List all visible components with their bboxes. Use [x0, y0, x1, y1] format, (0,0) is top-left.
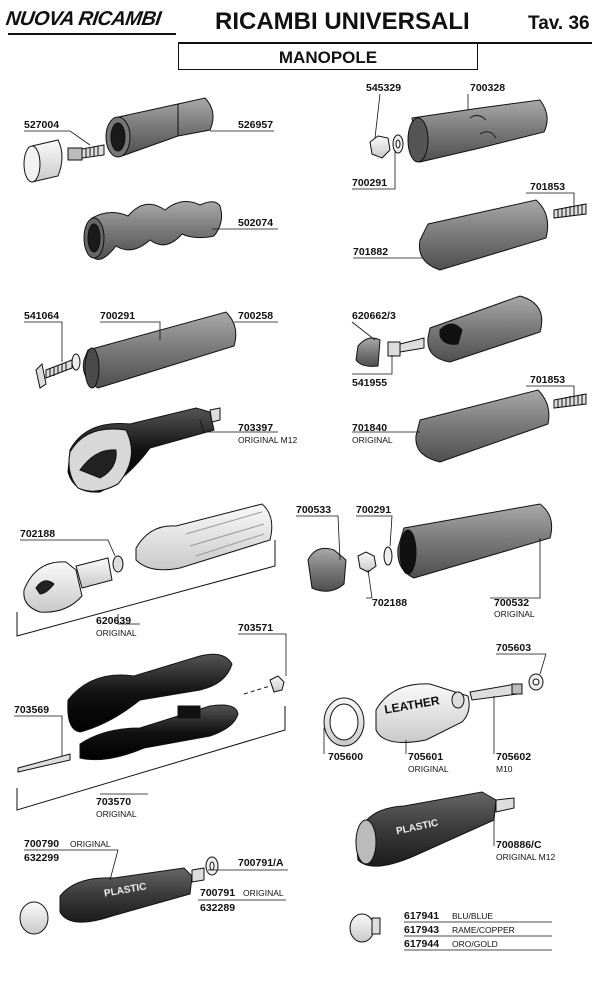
grip-700886 [355, 791, 515, 867]
grip-502074 [83, 200, 222, 260]
part-617943: 617943 [404, 924, 440, 936]
part-705602-note: M10 [496, 764, 513, 774]
grip-526957 [105, 97, 214, 158]
subtitle-box [178, 44, 478, 70]
part-701840: 701840 [352, 422, 388, 434]
part-705600: 705600 [328, 751, 364, 763]
grip-620639 [23, 503, 273, 613]
part-700533: 700533 [296, 504, 332, 516]
grip-705601 [323, 673, 544, 747]
part-700291-a: 700291 [352, 177, 388, 189]
part-700886-c-note: ORIGINAL M12 [496, 852, 556, 862]
leader-lines [14, 93, 575, 951]
part-617941-note: BLU/BLUE [452, 911, 494, 921]
part-703570: 703570 [96, 796, 132, 808]
part-700791: 700791 [200, 887, 236, 899]
part-700790-note: ORIGINAL [70, 839, 111, 849]
part-617941: 617941 [404, 910, 440, 922]
header-rule [178, 42, 592, 44]
part-545329: 545329 [366, 82, 402, 94]
part-703570-note: ORIGINAL [96, 809, 137, 819]
grip-701840 [415, 389, 550, 463]
grip-700328 [407, 99, 548, 163]
logo-underline [8, 33, 176, 35]
screw-701853-a [553, 203, 587, 219]
part-702188-a: 702188 [20, 528, 56, 540]
part-705601: 705601 [408, 751, 444, 763]
part-502074: 502074 [238, 217, 274, 229]
part-700790: 700790 [24, 838, 60, 850]
part-701853-a: 701853 [530, 181, 566, 193]
part-527004: 527004 [24, 119, 60, 131]
grip-701882 [418, 199, 549, 271]
grip-620662 [355, 295, 543, 367]
part-703397-note: ORIGINAL M12 [238, 435, 298, 445]
grip-703570 [17, 653, 285, 773]
part-700291-b: 700291 [100, 310, 136, 322]
part-700886-c: 700886/C [496, 839, 542, 851]
grip-700258 [82, 311, 237, 389]
part-700532: 700532 [494, 597, 530, 609]
part-703571: 703571 [238, 622, 274, 634]
page-subtitle: MANOPOLE [278, 48, 378, 67]
part-617943-note: RAME/COPPER [452, 925, 515, 935]
part-541064: 541064 [24, 310, 60, 322]
grip-700532 [307, 503, 553, 592]
part-700532-note: ORIGINAL [494, 609, 535, 619]
part-703569: 703569 [14, 704, 50, 716]
part-703397: 703397 [238, 422, 274, 434]
part-620639: 620639 [96, 615, 132, 627]
part-701840-note: ORIGINAL [352, 435, 393, 445]
part-701853-b: 701853 [530, 374, 566, 386]
part-701882: 701882 [353, 246, 389, 258]
end-cap-617941 [349, 913, 381, 943]
part-617944: 617944 [404, 938, 440, 950]
part-700791-note: ORIGINAL [243, 888, 284, 898]
part-705602: 705602 [496, 751, 532, 763]
part-705601-note: ORIGINAL [408, 764, 449, 774]
page-title: RICAMBI UNIVERSALI [215, 8, 470, 35]
part-620662-3: 620662/3 [352, 310, 396, 322]
part-700258: 700258 [238, 310, 274, 322]
part-541955: 541955 [352, 377, 388, 389]
screw-701853-b [553, 393, 587, 409]
part-700291-c: 700291 [356, 504, 392, 516]
grip-700791 [19, 856, 219, 935]
part-620639-note: ORIGINAL [96, 628, 137, 638]
screw-541064 [35, 353, 81, 389]
part-632299: 632299 [24, 852, 60, 864]
part-632289: 632289 [200, 902, 236, 914]
table-number: Tav. 36 [528, 13, 590, 34]
part-702188-b: 702188 [372, 597, 408, 609]
part-705603: 705603 [496, 642, 532, 654]
part-617944-note: ORO/GOLD [452, 939, 498, 949]
grip-703397 [67, 407, 221, 493]
part-526957: 526957 [238, 119, 274, 131]
nut-545329 [369, 134, 404, 159]
part-700791-a: 700791/A [238, 857, 284, 869]
end-cap-527004 [23, 139, 105, 183]
part-700328: 700328 [470, 82, 506, 94]
